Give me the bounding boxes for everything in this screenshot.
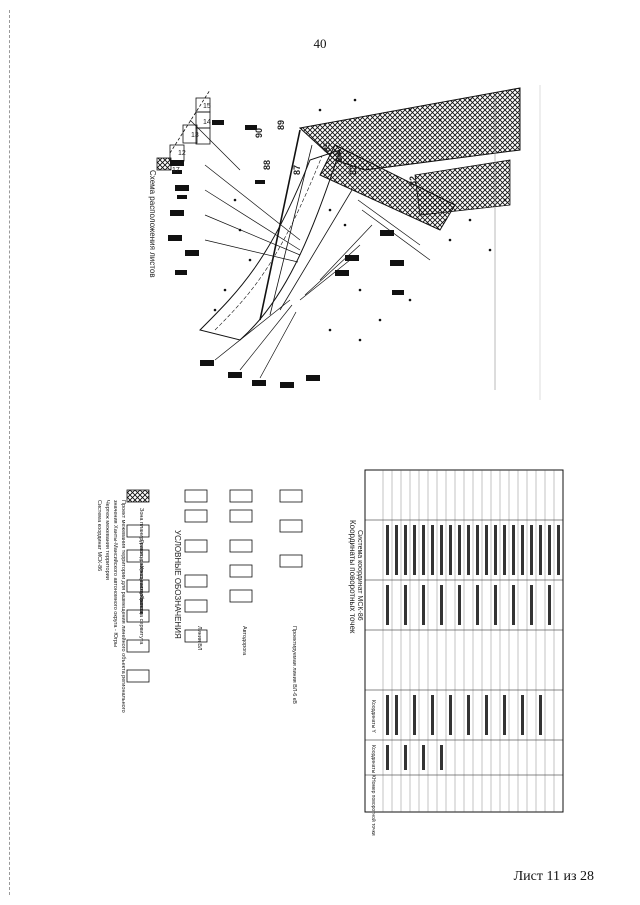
legend-title: УСЛОВНЫЕ ОБОЗНАЧЕНИЯ	[173, 530, 182, 639]
svg-text:17: 17	[172, 167, 180, 174]
legend-item: Зона планируемого размещения объекта	[138, 508, 144, 614]
legend-item: Граница земельных участков	[138, 540, 144, 615]
page-number: 40	[313, 36, 327, 51]
svg-text:14: 14	[203, 119, 211, 126]
table-header: Номер поворотной точки	[370, 778, 377, 836]
layout-scheme-title: Схема расположения листов	[148, 170, 157, 278]
map-area: 90 88 87 85 84 83 82 89 12 13 14 15 17 Схем…	[148, 85, 541, 400]
svg-text:84: 84	[334, 152, 344, 162]
legend-item: Автодорога	[241, 626, 247, 656]
svg-text:12: 12	[178, 150, 186, 157]
coordinates-table: Координаты поворотных точек Система коор…	[348, 469, 564, 836]
svg-text:13: 13	[191, 132, 199, 139]
svg-text:Система координат МСК-86: Система координат МСК-86	[96, 500, 102, 571]
table-header: Координаты X	[370, 745, 376, 779]
svg-text:83: 83	[348, 165, 358, 175]
legend-item: Красная линия	[138, 566, 144, 604]
svg-text:88: 88	[262, 160, 272, 170]
coords-table-title: Координаты поворотных точек	[348, 520, 357, 634]
legend: Проект межевания территории для размещен…	[96, 489, 303, 713]
svg-text:15: 15	[203, 103, 211, 110]
legend-item: Линия ВЛ	[196, 626, 202, 651]
svg-text:Чертеж межевания территории: Чертеж межевания территории	[104, 500, 110, 580]
sheet-layout-scheme	[156, 89, 211, 171]
legend-item: Проектируемая линия ВЛ-6 кВ	[291, 626, 297, 704]
svg-text:значения Ханты-Мансийского авт: значения Ханты-Мансийского автономного о…	[112, 500, 119, 647]
svg-text:Проект межевания территории дл: Проект межевания территории для размещен…	[120, 500, 127, 713]
svg-text:87: 87	[292, 165, 302, 175]
legend-item: Граница сервитута	[138, 596, 144, 645]
svg-text:82: 82	[408, 176, 418, 186]
table-header: Координаты Y	[370, 700, 376, 734]
binding-margin-line	[9, 10, 10, 895]
coords-table-subtitle: Система координат МСК-86	[356, 530, 363, 621]
svg-text:89: 89	[276, 120, 286, 130]
sheet-counter: Лист 11 из 28	[513, 869, 594, 884]
svg-text:90: 90	[254, 128, 264, 138]
svg-text:85: 85	[322, 142, 332, 152]
